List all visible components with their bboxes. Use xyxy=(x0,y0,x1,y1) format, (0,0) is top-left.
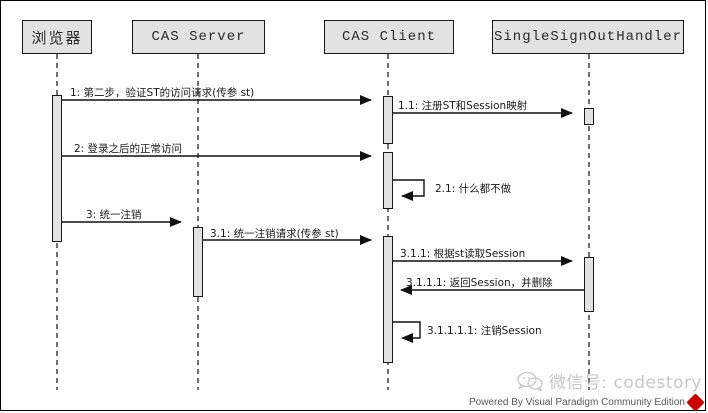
activation-cas-client-3 xyxy=(383,236,393,363)
wechat-id-text: 微信号: codestory xyxy=(548,373,702,393)
wechat-watermark: 微信号: codestory xyxy=(517,368,702,393)
message-label-1-1: 1.1: 注册ST和Session映射 xyxy=(398,100,528,112)
message-label-3-1-1-1-1: 3.1.1.1.1: 注销Session xyxy=(427,325,542,337)
message-label-2: 2: 登录之后的正常访问 xyxy=(74,143,183,155)
vp-credit: Powered By Visual Paradigm Community Edi… xyxy=(468,393,705,412)
participant-label-sso-handler: SingleSignOutHandler xyxy=(493,29,683,45)
activation-cas-client-1 xyxy=(383,96,393,144)
visual-paradigm-logo-icon xyxy=(686,393,705,412)
activation-sso-handler-2 xyxy=(584,257,594,312)
participant-box-browser[interactable]: 浏览器 xyxy=(22,20,92,54)
participant-box-sso-handler[interactable]: SingleSignOutHandler xyxy=(492,20,684,54)
message-label-1: 1: 第二步，验证ST的访问请求(传参 st) xyxy=(70,87,255,99)
participant-label-browser: 浏览器 xyxy=(31,28,83,47)
arrow-msg-2-1 xyxy=(393,179,425,201)
activation-cas-server xyxy=(193,227,203,297)
wechat-bubble-icon xyxy=(517,371,543,392)
message-label-3: 3: 统一注销 xyxy=(86,209,142,221)
activation-sso-handler-1 xyxy=(584,108,594,125)
activation-browser xyxy=(52,95,62,242)
message-label-3-1: 3.1: 统一注销请求(传参 st) xyxy=(210,228,339,240)
participant-box-cas-client[interactable]: CAS Client xyxy=(324,20,454,54)
message-arrows-group xyxy=(62,95,584,343)
message-label-3-1-1-1: 3.1.1.1: 返回Session，并删除 xyxy=(406,277,553,289)
participant-label-cas-server: CAS Server xyxy=(151,29,246,45)
activation-cas-client-2 xyxy=(383,152,393,209)
arrow-msg-3-1-1-1-1 xyxy=(393,321,421,343)
participant-label-cas-client: CAS Client xyxy=(341,29,436,45)
vp-credit-text: Powered By Visual Paradigm Community Edi… xyxy=(468,397,685,408)
message-label-3-1-1: 3.1.1: 根据st读取Session xyxy=(400,248,526,260)
participant-box-cas-server[interactable]: CAS Server xyxy=(132,20,265,54)
message-label-2-1: 2.1: 什么都不做 xyxy=(435,183,512,195)
